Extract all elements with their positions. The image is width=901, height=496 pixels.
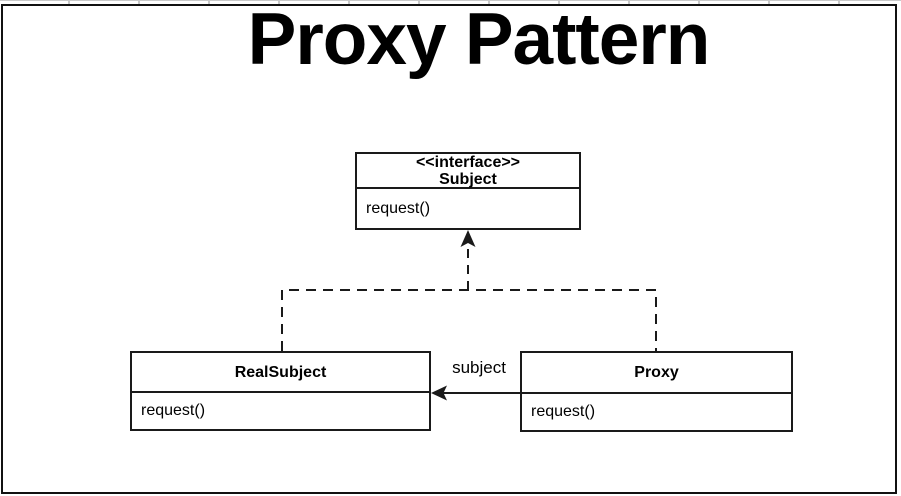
subject-header: <<interface>> Subject (357, 154, 579, 189)
realsubject-class-name: RealSubject (132, 353, 429, 393)
realization-arrowhead-icon (460, 230, 476, 247)
subject-class-name: Subject (439, 170, 497, 188)
subject-stereotype: <<interface>> (415, 153, 521, 171)
canvas-top-ruler (0, 0, 901, 4)
class-box-proxy[interactable]: Proxy request() (520, 351, 793, 432)
subject-method: request() (366, 199, 431, 217)
diagram-border-frame (1, 4, 897, 494)
association-arrowhead-icon (431, 385, 447, 401)
class-box-subject[interactable]: <<interface>> Subject request() (355, 152, 581, 230)
association-label: subject (452, 358, 506, 377)
class-box-realsubject[interactable]: RealSubject request() (130, 351, 431, 431)
proxy-method: request() (531, 403, 596, 420)
proxy-class-name: Proxy (522, 353, 791, 394)
realsubject-method: request() (141, 402, 206, 419)
realization-connector-branches[interactable] (281, 289, 657, 351)
diagram-title: Proxy Pattern (247, 0, 711, 80)
